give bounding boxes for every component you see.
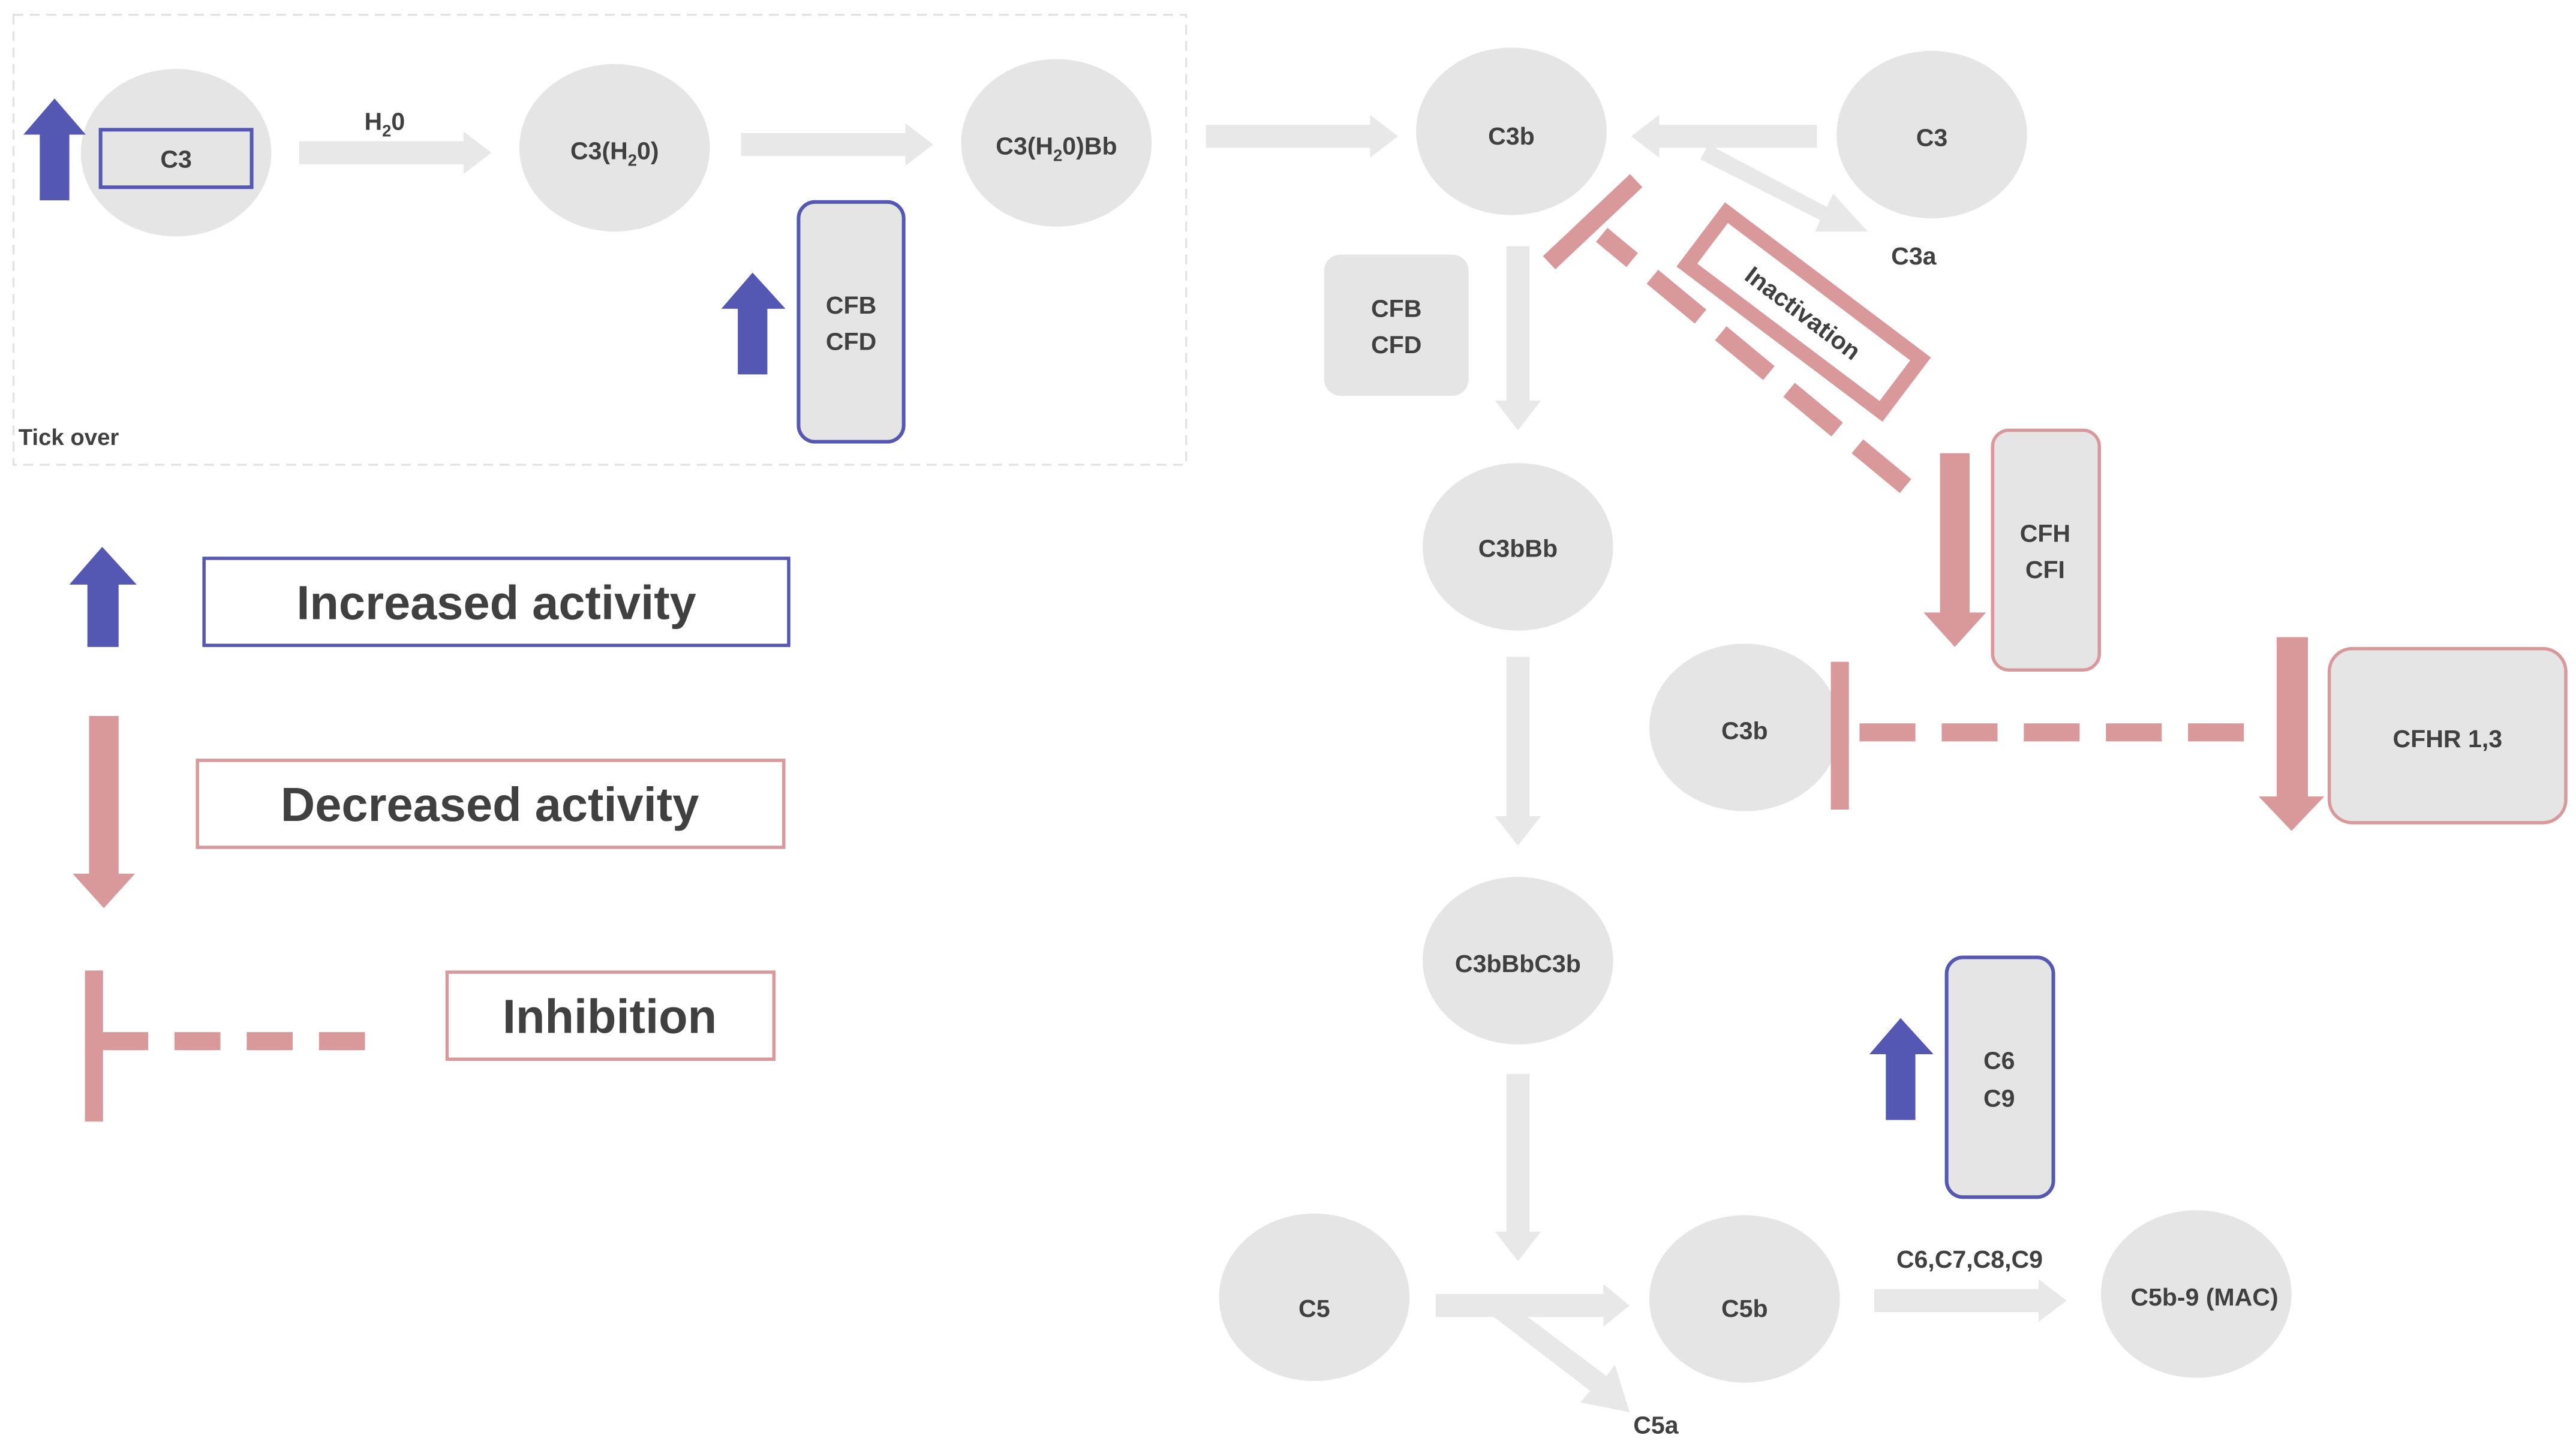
legend-decreased-box: [196, 759, 786, 849]
cfh-label: CFH: [2020, 520, 2070, 547]
increase-arrows: [23, 98, 1934, 1120]
cfb-top-label: CFB: [826, 291, 876, 319]
arrow-c3bbbc3b-down: [1495, 1073, 1541, 1262]
c3h2o-label: C3(H20): [570, 137, 659, 170]
c3h2o-ellipse: [519, 64, 710, 232]
decrease-arrow-cfhr: [2258, 637, 2325, 831]
arrow-c5-to-c5b: [1435, 1284, 1630, 1327]
legend: Increased activity Decreased activity In…: [196, 556, 790, 1061]
legend-increase-arrow: [69, 546, 137, 647]
h2o-label: H20: [365, 107, 405, 140]
tick-over-label: Tick over: [19, 425, 119, 450]
inhibition-diagonal: [1543, 174, 1911, 494]
c3bbb-ellipse: [1423, 463, 1613, 631]
tick-over-region: [12, 14, 1188, 466]
c5-ellipse: [1219, 1213, 1410, 1381]
cfhr-box: [2327, 646, 2568, 825]
arrow-c3-to-c3b: [1631, 115, 1817, 158]
cfh-cfi-box: [1991, 428, 2102, 672]
cfhr-label: CFHR 1,3: [2393, 725, 2503, 753]
arrow-c3-to-c3a: [1700, 144, 1868, 232]
legend-inhibition-symbol: [85, 970, 369, 1122]
cfb-cfd-top-box: [796, 200, 906, 444]
legend-increased-label: Increased activity: [296, 576, 696, 629]
increase-arrow-c3: [23, 98, 86, 201]
c5b-label: C5b: [1721, 1295, 1768, 1322]
mac-ellipse: [2101, 1210, 2292, 1378]
c5b-ellipse: [1649, 1215, 1840, 1383]
legend-decreased-label: Decreased activity: [281, 778, 699, 831]
legend-increased-box: [202, 556, 790, 647]
arrow-c5b-to-mac: [1874, 1279, 2067, 1322]
c3bbbc3b-ellipse: [1423, 877, 1613, 1045]
c3-tick-ellipse: [80, 69, 272, 237]
c3h2obb-ellipse: [961, 59, 1152, 227]
c9-label: C9: [1983, 1085, 2015, 1112]
c3-right-label: C3: [1916, 124, 1948, 152]
cfd-mid-label: CFD: [1371, 331, 1421, 359]
arrow-c3-to-c3h2o: [299, 131, 492, 175]
c3b-top-label: C3b: [1488, 122, 1535, 150]
inactivation-box: Inactivation: [1676, 202, 1931, 422]
c6-c9-box: [1944, 955, 2055, 1199]
arrow-c3h2o-to-c3h2obb: [741, 123, 934, 166]
c3-right-ellipse: [1836, 50, 2027, 219]
c6789-label: C6,C7,C8,C9: [1896, 1246, 2043, 1273]
c3bbbc3b-label: C3bBbC3b: [1455, 950, 1581, 977]
mac-label: C5b-9 (MAC): [2130, 1283, 2278, 1311]
cfb-mid-label: CFB: [1371, 295, 1421, 323]
c3a-label: C3a: [1891, 242, 1937, 270]
legend-inhibition-label: Inhibition: [503, 989, 717, 1043]
decrease-arrow-cfh: [1923, 453, 1986, 647]
cfb-cfd-mid-box: [1324, 254, 1469, 396]
c3b-mid-label: C3b: [1721, 717, 1768, 744]
c5a-label: C5a: [1633, 1412, 1679, 1439]
node-ellipses: [80, 47, 2292, 1383]
arrow-c3h2obb-to-c3b: [1206, 115, 1398, 158]
c3b-mid-ellipse: [1649, 643, 1840, 811]
legend-decrease-arrow: [73, 715, 136, 908]
c5-label: C5: [1298, 1295, 1330, 1322]
c3bbb-label: C3bBb: [1478, 534, 1558, 562]
c3-highlight-box: [98, 128, 254, 189]
arrow-c3bbb-to-c3bbbc3b: [1495, 657, 1541, 846]
inhibition-horizontal: [1830, 661, 2244, 810]
c3h2obb-label: C3(H20)Bb: [996, 132, 1117, 164]
c3-tick-label: C3: [160, 145, 192, 173]
cfi-label: CFI: [2025, 556, 2065, 583]
c6-label: C6: [1983, 1047, 2015, 1075]
legend-inhibition-box: [445, 970, 776, 1061]
arrow-c3b-to-c3bbb: [1495, 246, 1541, 431]
cfd-top-label: CFD: [826, 327, 876, 355]
increase-arrow-cfb: [721, 272, 786, 375]
arrow-to-c5a: [1492, 1302, 1630, 1413]
increase-arrow-c6: [1869, 1018, 1934, 1120]
c3b-top-ellipse: [1416, 47, 1607, 215]
